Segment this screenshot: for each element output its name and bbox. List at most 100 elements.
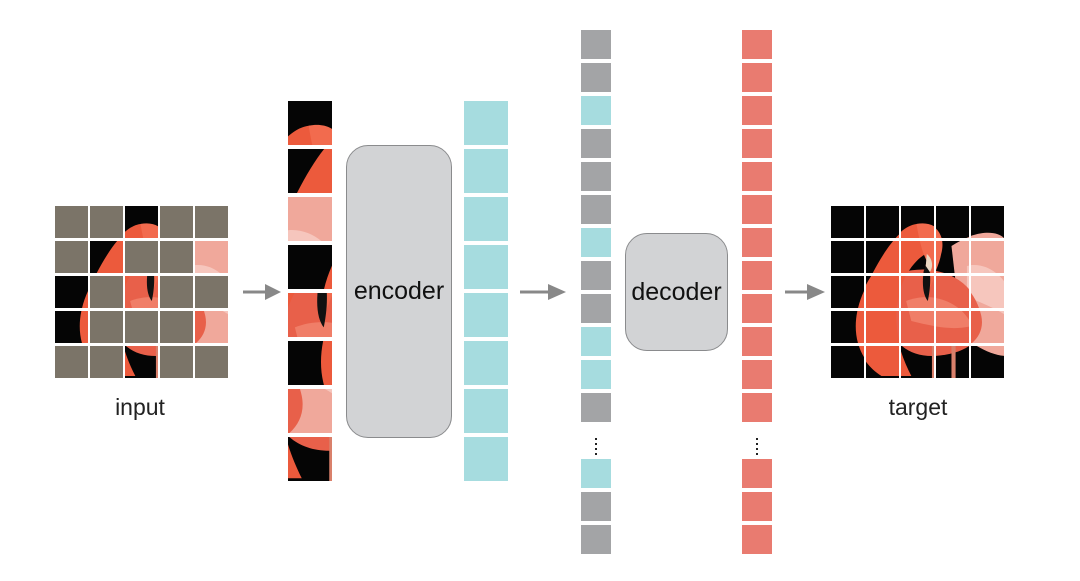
decoder-block: decoder [625,233,728,351]
patch-token [288,341,332,385]
encoded-token [581,327,611,356]
masked-patch [125,241,158,273]
encoded-token [464,341,508,385]
encoder-label: encoder [353,277,445,305]
encoded-token-column [464,101,508,483]
masked-patch [195,276,228,308]
masked-patch [160,346,193,378]
mask-token [581,393,611,422]
target-patch [831,311,864,343]
target-patch [971,311,1004,343]
arrow-decoder-to-target [785,284,825,300]
visible-patch [125,276,158,308]
target-patch [866,276,899,308]
decoded-token [742,63,772,92]
decoded-token [742,30,772,59]
patch-token [288,101,332,145]
target-patch [936,276,969,308]
encoded-token [464,293,508,337]
decoded-token [742,525,772,554]
target-patch [901,206,934,238]
mask-token [581,492,611,521]
masked-patch [55,346,88,378]
patch-token [288,245,332,289]
encoded-token [464,197,508,241]
target-patch [866,346,899,378]
patch-token [288,293,332,337]
visible-patch [195,241,228,273]
encoder-block: encoder [346,145,452,438]
target-grid [831,206,1007,380]
masked-patch [55,206,88,238]
target-patch [971,346,1004,378]
target-label: target [888,394,948,420]
decoded-token [742,459,772,488]
input-masked-grid [55,206,231,380]
encoded-token [464,101,508,145]
visible-patch [55,311,88,343]
target-patch [831,206,864,238]
ellipsis-icon [595,438,598,458]
encoded-token [581,360,611,389]
mask-token [581,162,611,191]
mask-token [581,63,611,92]
target-patch [901,311,934,343]
masked-patch [160,276,193,308]
decoded-token [742,129,772,158]
masked-patch [160,206,193,238]
target-patch [831,276,864,308]
patch-token [288,149,332,193]
target-patch [936,206,969,238]
target-patch [936,241,969,273]
visible-patch [90,241,123,273]
decoded-token [742,360,772,389]
visible-patch-column [288,101,332,483]
masked-patch [160,241,193,273]
masked-patch [90,311,123,343]
visible-patch [55,276,88,308]
target-patch [936,346,969,378]
decoded-token [742,96,772,125]
target-patch [971,206,1004,238]
mask-token [581,30,611,59]
masked-patch [90,346,123,378]
decoder-output-column [742,30,772,555]
masked-patch [90,276,123,308]
decoded-token [742,327,772,356]
decoded-token [742,162,772,191]
masked-patch [125,311,158,343]
patch-token [288,197,332,241]
target-patch [936,311,969,343]
encoded-token [464,245,508,289]
ellipsis-icon [756,438,759,458]
target-patch [901,346,934,378]
encoded-token [581,459,611,488]
decoder-label: decoder [631,277,722,306]
mask-token [581,261,611,290]
decoded-token [742,393,772,422]
masked-patch [90,206,123,238]
arrow-input-to-patches [243,284,281,300]
encoded-token [581,228,611,257]
target-patch [831,346,864,378]
mask-token [581,294,611,323]
target-patch [831,241,864,273]
patch-token [288,437,332,481]
input-label: input [115,394,165,420]
masked-patch [195,346,228,378]
mask-token [581,525,611,554]
mask-token [581,129,611,158]
target-patch [866,206,899,238]
mask-token [581,195,611,224]
target-patch [971,276,1004,308]
encoded-token [581,96,611,125]
encoded-token [464,437,508,481]
masked-patch [55,241,88,273]
patch-token [288,389,332,433]
visible-patch [125,206,158,238]
target-patch [901,276,934,308]
decoder-input-column [581,30,611,555]
target-patch [866,311,899,343]
encoded-token [464,149,508,193]
target-patch [901,241,934,273]
